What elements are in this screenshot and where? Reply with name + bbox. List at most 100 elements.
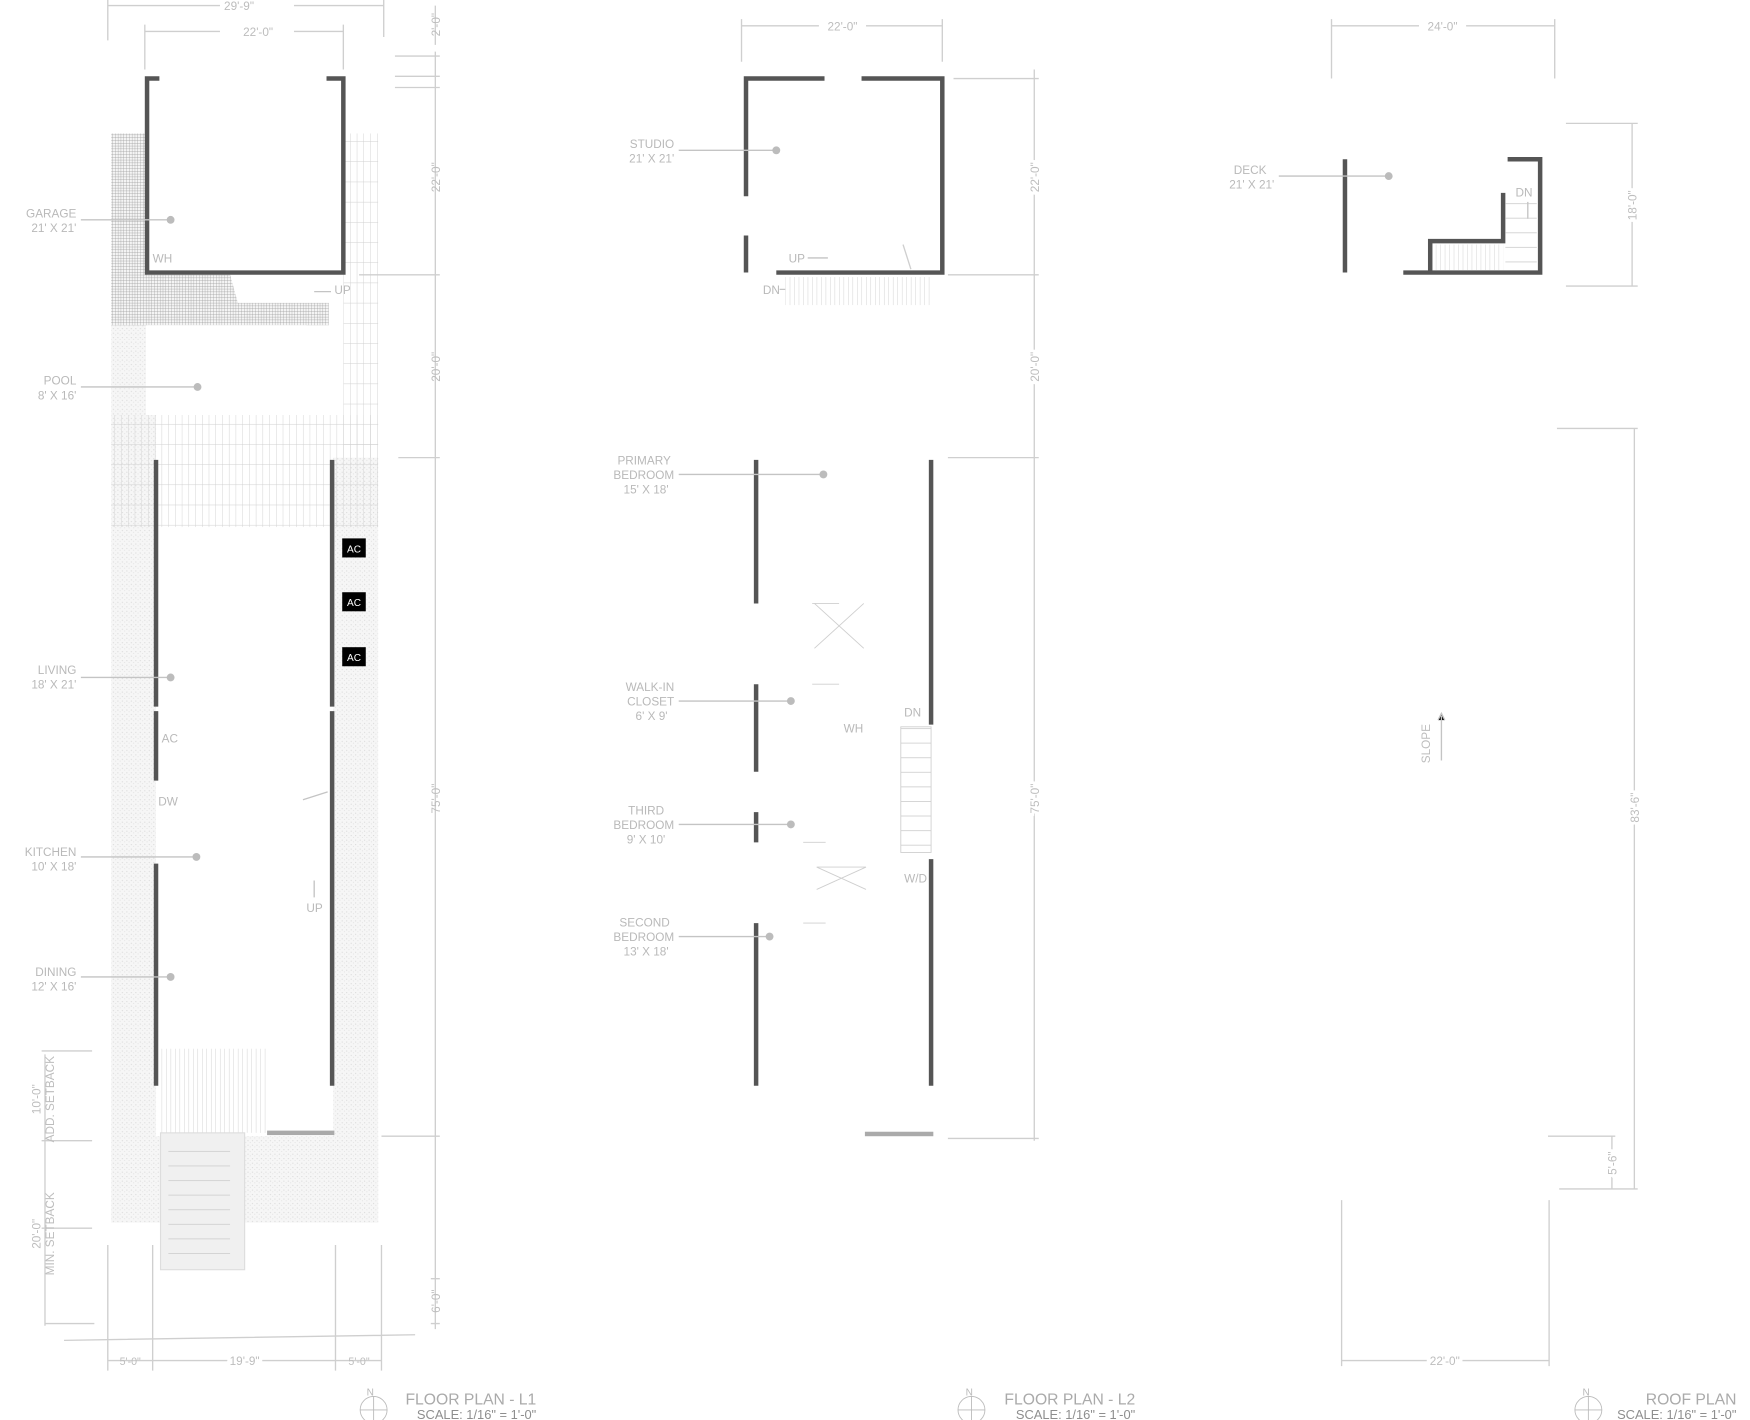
dim-side-right: 5'-0" — [348, 1356, 369, 1368]
svg-text:THIRD: THIRD — [628, 804, 664, 817]
plan-title: FLOOR PLAN - L1 — [405, 1391, 536, 1408]
svg-text:12' X 16': 12' X 16' — [31, 980, 76, 993]
driveway-paving — [111, 274, 329, 326]
svg-text:WALK-IN: WALK-IN — [626, 681, 675, 694]
entry-threshold — [267, 1130, 335, 1136]
room-label-living: LIVING 18' X 21' — [31, 664, 175, 692]
roof-deck-walls — [1342, 157, 1543, 275]
plan-title: ROOF PLAN — [1646, 1391, 1737, 1408]
house-walls — [153, 459, 335, 1086]
arrows — [302, 290, 332, 898]
svg-text:STUDIO: STUDIO — [630, 138, 674, 151]
north-arrow-icon: N — [1574, 1387, 1603, 1420]
interior-stair — [900, 726, 932, 853]
walkway-pavers — [168, 1138, 231, 1265]
svg-text:BEDROOM: BEDROOM — [613, 469, 674, 482]
house-interior — [156, 527, 333, 1086]
svg-text:LIVING: LIVING — [38, 664, 77, 677]
ac-unit: AC — [342, 647, 366, 667]
svg-text:GARAGE: GARAGE — [26, 208, 76, 221]
stair-down-tag: DN — [904, 707, 921, 720]
interior-stair-outline — [900, 726, 932, 853]
dim-yard-depth: 20'-0" — [430, 352, 443, 382]
dim-gap: 2'-0" — [430, 13, 443, 36]
svg-text:21' X 21': 21' X 21' — [1229, 178, 1274, 191]
dim-front: 6'-0" — [430, 1289, 443, 1312]
side-deck — [343, 133, 379, 458]
room-label-second-bedroom: SECOND BEDROOM 13' X 18' — [613, 916, 774, 959]
balcony-threshold — [864, 1131, 934, 1137]
dim-overhang: 5'-6" — [1606, 1151, 1619, 1174]
dim-bottom-width: 22'-0" — [1430, 1355, 1460, 1368]
svg-text:DECK: DECK — [1234, 164, 1267, 177]
dim-garage-width: 22'-0" — [243, 26, 273, 39]
ac-unit: AC — [342, 538, 366, 558]
water-heater-tag: WH — [844, 722, 864, 735]
arrows — [779, 257, 828, 291]
svg-text:N: N — [367, 1387, 374, 1398]
svg-text:BEDROOM: BEDROOM — [613, 931, 674, 944]
skylight-marks — [803, 602, 867, 924]
stair-up-tag: UP — [789, 252, 805, 265]
dim-house-depth: 75'-0" — [430, 784, 443, 814]
svg-text:18' X 21': 18' X 21' — [31, 679, 76, 692]
svg-text:8' X 16': 8' X 16' — [38, 389, 77, 402]
svg-text:KITCHEN: KITCHEN — [25, 846, 77, 859]
rear-steps — [160, 1048, 266, 1133]
dim-studio-depth: 22'-0" — [1029, 162, 1042, 192]
svg-text:AC: AC — [347, 653, 361, 664]
svg-text:DINING: DINING — [35, 966, 76, 979]
washer-dryer-tag: W/D — [904, 873, 927, 886]
room-label-studio: STUDIO 21' X 21' — [629, 138, 781, 166]
svg-text:13' X 18': 13' X 18' — [624, 946, 669, 959]
svg-text:POOL: POOL — [44, 375, 77, 388]
dim-side-left: 5'-0" — [120, 1356, 141, 1368]
svg-text:AC: AC — [347, 544, 361, 555]
setback-min-value: 20'-0" — [30, 1219, 43, 1249]
exterior-stair — [785, 277, 932, 306]
door-swing — [902, 244, 912, 270]
svg-text:BEDROOM: BEDROOM — [613, 819, 674, 832]
pool — [145, 325, 307, 416]
garage-walls — [144, 76, 346, 275]
house-walls — [753, 459, 934, 1086]
slope-label: SLOPE — [1420, 724, 1433, 763]
ac-tag: AC — [162, 733, 179, 746]
dimension-lines — [1330, 19, 1638, 1367]
svg-text:PRIMARY: PRIMARY — [617, 454, 671, 467]
dim-overall-width: 29'-9" — [224, 0, 254, 13]
svg-text:21' X 21': 21' X 21' — [31, 222, 76, 235]
svg-text:6' X 9': 6' X 9' — [636, 710, 668, 723]
dim-house-width: 19'-9" — [230, 1355, 260, 1368]
plan-title: FLOOR PLAN - L2 — [1004, 1391, 1135, 1408]
water-heater-tag: WH — [153, 252, 173, 265]
dimension-lines — [740, 19, 1039, 1141]
stair-down-tag: DN — [763, 284, 780, 297]
studio-walls — [743, 76, 945, 275]
north-arrow-icon: N — [957, 1387, 986, 1420]
svg-text:21' X 21': 21' X 21' — [629, 153, 674, 166]
dim-garage-depth: 22'-0" — [430, 162, 443, 192]
stair-up-tag: UP — [334, 284, 350, 297]
stair-up-tag: UP — [306, 902, 322, 915]
stair-down-tag: DN — [1515, 186, 1532, 199]
plan-scale: SCALE: 1/16" = 1'-0" — [1617, 1407, 1737, 1420]
svg-text:N: N — [966, 1387, 973, 1398]
north-arrow-icon: N — [359, 1387, 388, 1420]
dim-studio-width: 22'-0" — [827, 20, 857, 33]
setback-min-label: MIN. SETBACK — [44, 1192, 57, 1275]
dimension-lines — [41, 0, 440, 1371]
svg-text:SECOND: SECOND — [619, 916, 669, 929]
svg-text:AC: AC — [347, 598, 361, 609]
landscape-right — [333, 457, 379, 1223]
svg-text:10' X 18': 10' X 18' — [31, 860, 76, 873]
